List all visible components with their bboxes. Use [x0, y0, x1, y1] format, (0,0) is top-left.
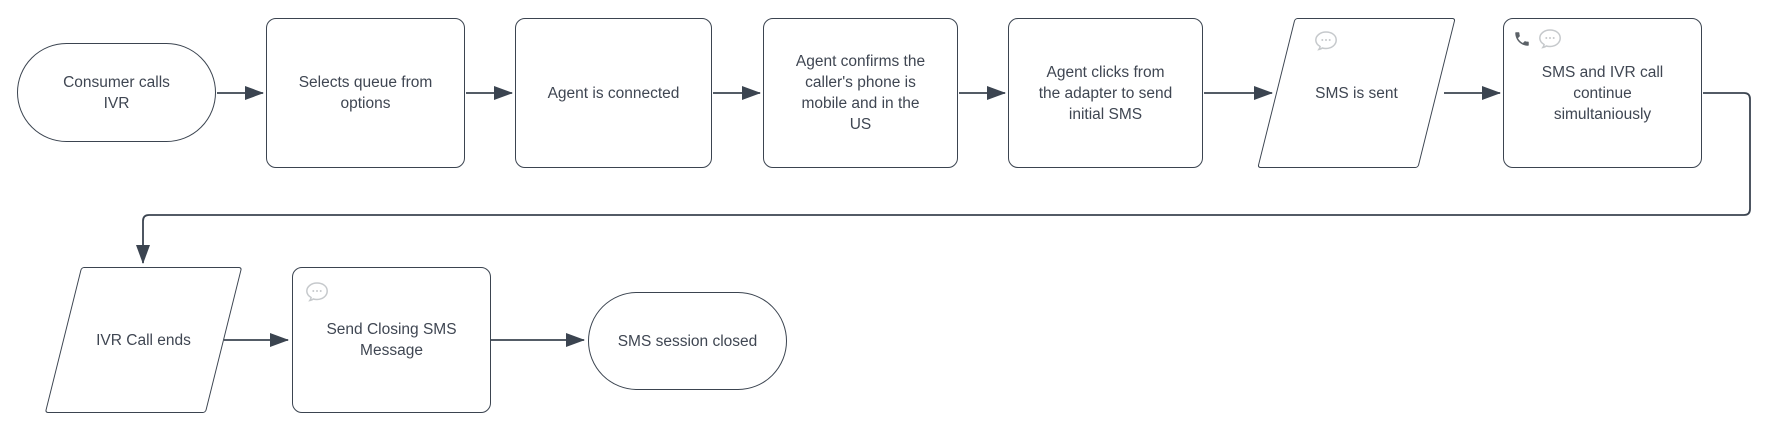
- node-consumer-calls-ivr: Consumer calls IVR: [17, 43, 216, 142]
- node-ivr-call-ends: IVR Call ends: [44, 267, 243, 413]
- phone-icon: [1515, 32, 1529, 46]
- message-bubble-icon: [306, 282, 328, 302]
- node-agent-connected: Agent is connected: [515, 18, 712, 168]
- node-sms-session-closed: SMS session closed: [588, 292, 787, 390]
- connector-continue-to-callends: [136, 92, 1751, 264]
- node-label: Agent clicks from the adapter to send in…: [1038, 63, 1173, 123]
- node-label: Send Closing SMS Message: [326, 321, 457, 359]
- node-sms-is-sent: SMS is sent: [1257, 18, 1456, 168]
- node-agent-confirms: Agent confirms the caller's phone is mob…: [763, 18, 958, 168]
- node-label: Selects queue from options: [298, 74, 433, 112]
- node-sms-ivr-continue: SMS and IVR call continue simultaniously: [1503, 18, 1702, 168]
- node-send-closing-sms: Send Closing SMS Message: [292, 267, 491, 413]
- node-label: Agent is connected: [547, 84, 680, 102]
- node-label: Agent confirms the caller's phone is mob…: [795, 53, 926, 133]
- node-agent-clicks: Agent clicks from the adapter to send in…: [1008, 18, 1203, 168]
- node-selects-queue: Selects queue from options: [266, 18, 465, 168]
- node-label: Consumer calls IVR: [63, 73, 170, 112]
- node-label: SMS and IVR call continue simultaniously: [1541, 63, 1664, 123]
- node-label: SMS session closed: [617, 332, 758, 350]
- node-label: SMS is sent: [1315, 84, 1398, 102]
- message-bubble-icon: [1539, 29, 1561, 49]
- node-label: IVR Call ends: [96, 331, 191, 349]
- message-bubble-icon: [1315, 31, 1337, 51]
